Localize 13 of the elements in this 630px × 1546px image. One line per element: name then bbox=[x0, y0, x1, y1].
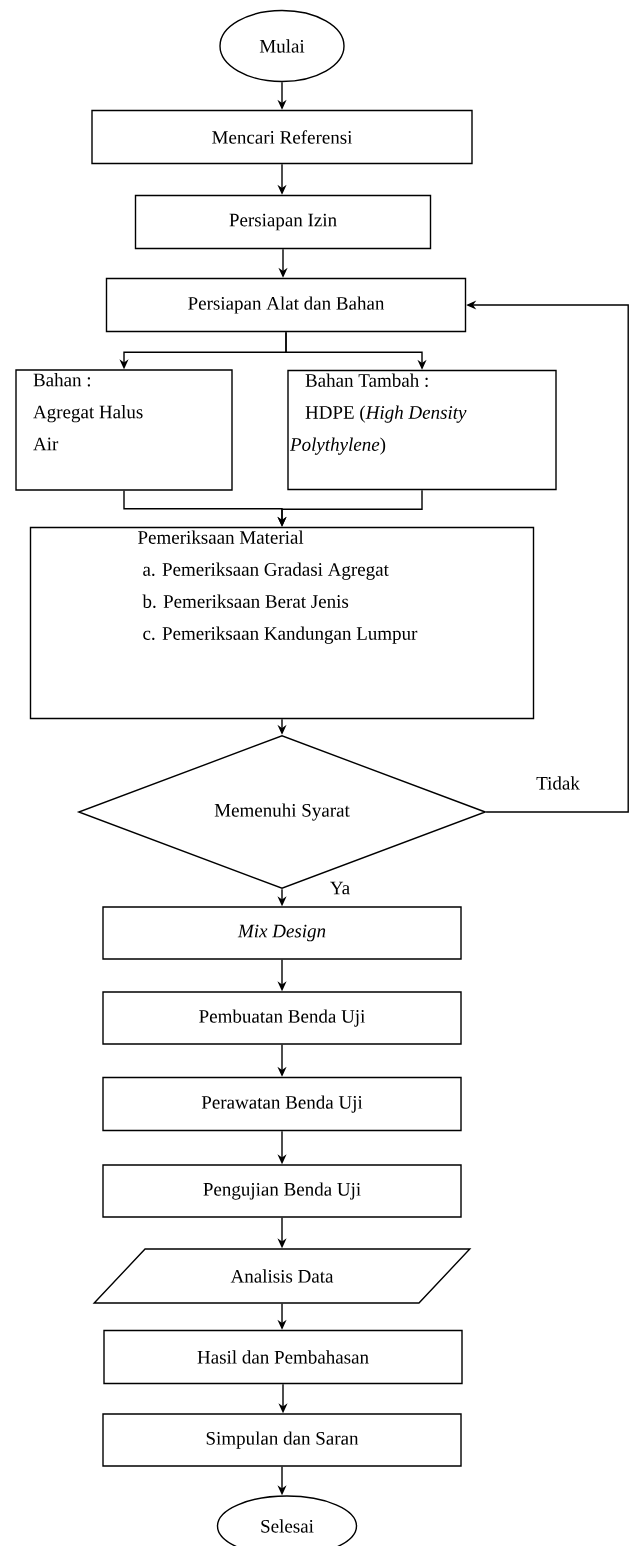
process-box: Pembuatan Benda Uji bbox=[102, 991, 462, 1045]
process-box: Pengujian Benda Uji bbox=[102, 1164, 462, 1218]
process-box: Persiapan Izin bbox=[134, 194, 432, 250]
process-box: Mencari Referensi bbox=[91, 109, 473, 165]
process-box: Mix Design bbox=[102, 906, 462, 960]
process-box: Simpulan dan Saran bbox=[102, 1413, 462, 1467]
material-box: Bahan Tambah : HDPE (High Density Polythylene) bbox=[287, 369, 557, 491]
process-box: Persiapan Alat dan Bahan bbox=[105, 277, 467, 333]
process-box: Pemeriksaan Material a. Pemeriksaan Gradasi Agregat b. Pemeriksaan Berat Jenis c. Pemeriksaan Kandungan Lumpur bbox=[29, 526, 535, 720]
process-box: Hasil dan Pembahasan bbox=[103, 1329, 463, 1385]
process-box: Perawatan Benda Uji bbox=[102, 1076, 462, 1132]
material-box: Bahan : Agregat Halus Air bbox=[15, 369, 233, 491]
edge-label: Tidak bbox=[535, 775, 581, 791]
